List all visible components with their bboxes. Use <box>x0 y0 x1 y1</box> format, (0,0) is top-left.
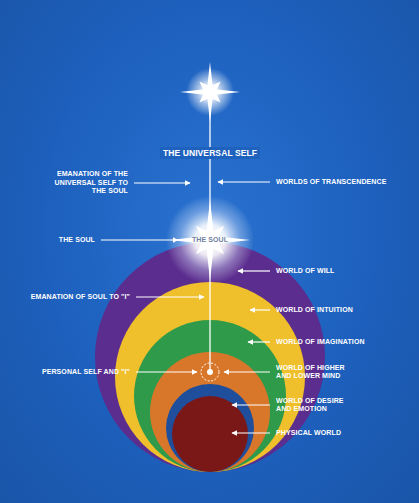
world-label: PHYSICAL WORLD <box>276 429 396 437</box>
physical-circle <box>172 396 248 472</box>
soul-star <box>170 200 250 280</box>
personal-self-ring <box>201 363 219 381</box>
soul-label: THE SOUL <box>35 236 95 244</box>
leader-arrow <box>238 270 270 271</box>
leader-arrow <box>232 404 270 405</box>
leader-arrow <box>232 432 270 433</box>
leader-arrow <box>250 309 270 310</box>
universal-star <box>180 62 240 122</box>
world-label: WORLD OF DESIRE AND EMOTION <box>276 397 358 414</box>
world-label: WORLDS OF TRANSCENDENCE <box>276 178 404 186</box>
emanation-label: EMANATION OF THE UNIVERSAL SELF TO THE S… <box>44 170 128 195</box>
leader-arrow <box>136 296 204 297</box>
desire-circle <box>166 384 254 472</box>
emanation-label: EMANATION OF SOUL TO "I" <box>12 293 130 301</box>
leader-arrow <box>101 239 178 240</box>
personal-self-dot <box>207 369 213 375</box>
world-label: WORLD OF INTUITION <box>276 306 396 314</box>
soul-center-label: THE SOUL <box>180 236 240 244</box>
self-heading: THE UNIVERSAL SELF <box>145 148 275 158</box>
world-label: WORLD OF WILL <box>276 267 396 275</box>
world-label: WORLD OF HIGHER AND LOWER MIND <box>276 364 358 381</box>
leader-arrow <box>248 341 270 342</box>
leader-arrow <box>136 371 197 372</box>
leader-arrow <box>134 182 190 183</box>
leader-arrow <box>224 371 270 372</box>
mind-circle <box>150 352 270 472</box>
world-label: WORLD OF IMAGINATION <box>276 338 396 346</box>
leader-arrow <box>218 181 270 182</box>
universal-star-rays <box>189 71 231 113</box>
self-label: PERSONAL SELF AND "I" <box>18 368 130 376</box>
